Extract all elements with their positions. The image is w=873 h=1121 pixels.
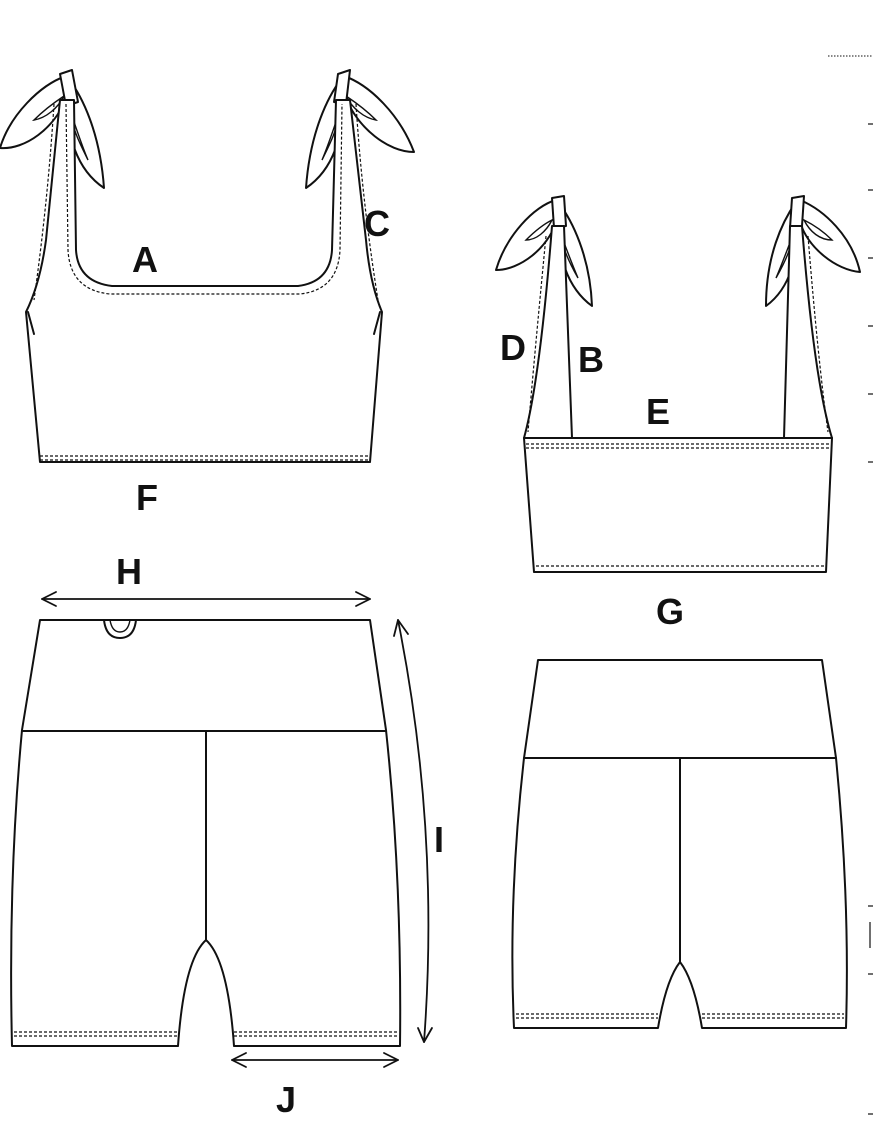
bandeau-top bbox=[495, 195, 861, 573]
label-b: B bbox=[578, 339, 604, 380]
left-strap-tie bbox=[0, 69, 105, 189]
measurement-arrow-i bbox=[393, 619, 433, 1043]
measurement-arrow-j bbox=[231, 1052, 399, 1068]
bandeau-body bbox=[523, 437, 833, 573]
label-a: A bbox=[132, 239, 158, 280]
bandeau-left-tie bbox=[495, 195, 593, 307]
label-d: D bbox=[500, 327, 526, 368]
label-g: G bbox=[656, 591, 684, 632]
right-strap-tie bbox=[305, 69, 415, 189]
label-h: H bbox=[116, 551, 142, 592]
crop-top-front bbox=[0, 69, 415, 463]
crop-top-bodice bbox=[25, 99, 383, 463]
biker-shorts-back bbox=[511, 659, 848, 1029]
label-e: E bbox=[646, 391, 670, 432]
label-i: I bbox=[434, 819, 444, 860]
bandeau-right-strap bbox=[783, 225, 833, 439]
bandeau-right-tie bbox=[765, 195, 861, 307]
label-f: F bbox=[136, 477, 158, 518]
measurement-arrow-h bbox=[41, 591, 371, 607]
right-edge-guide-marks bbox=[828, 55, 873, 1115]
biker-shorts-front bbox=[10, 619, 402, 1047]
bandeau-left-strap bbox=[523, 225, 573, 439]
label-c: C bbox=[364, 203, 390, 244]
label-j: J bbox=[276, 1079, 296, 1120]
